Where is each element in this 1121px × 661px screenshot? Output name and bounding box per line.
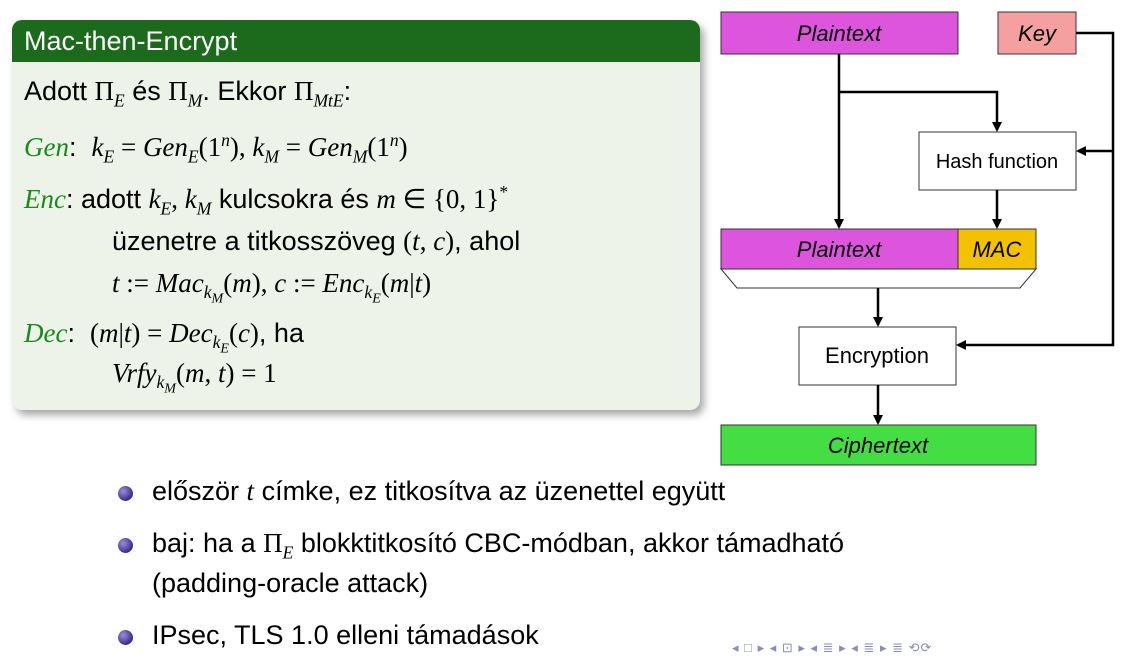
block-title: Mac-then-Encrypt (12, 20, 700, 62)
ciphertext-label: Ciphertext (828, 433, 929, 458)
vrfy-line: VrfykM(m, t) = 1 (112, 358, 277, 397)
key-box (997, 11, 1077, 55)
plaintext-mid-label: Plaintext (797, 237, 882, 262)
bullet-dot-icon (118, 630, 133, 645)
arrow-key-line (956, 31, 1115, 350)
intro-line: Adott ΠE és ΠM. Ekkor ΠMtE: (24, 76, 352, 111)
mac-label: MAC (973, 237, 1022, 262)
gen-line: Gen: kE = GenE(1n), kM = GenM(1n) (24, 130, 408, 167)
enc-line: Enc: adott kE, kM kulcsokra és m ∈ {0, 1… (24, 182, 509, 219)
bullet-dot-icon (118, 486, 133, 501)
concat-trapezoid (719, 268, 1038, 289)
key-label: Key (1018, 21, 1058, 46)
definition-block: Mac-then-Encrypt Adott ΠE és ΠM. Ekkor Π… (12, 20, 700, 410)
enc-line-3: t := MackM(m), c := EnckE(m|t) (112, 268, 432, 307)
encryption-label: Encryption (825, 343, 929, 368)
ciphertext-box (720, 424, 1037, 466)
bullet-dot-icon (118, 538, 133, 553)
arrow-plaintext-to-hash (839, 90, 1002, 132)
dec-line: Dec: (m|t) = DeckE(c), ha (24, 318, 304, 357)
diagram-arrows (834, 31, 1115, 425)
plaintext-mid-box (720, 228, 959, 270)
encryption-box (798, 326, 957, 386)
hash-function-box (918, 131, 1077, 191)
mac-then-encrypt-diagram: Plaintext Key Hash function Plaintext MA… (719, 11, 1115, 466)
enc-line-2: üzenetre a titkosszöveg (t, c), ahol (112, 226, 521, 256)
hash-function-label: Hash function (936, 151, 1058, 173)
beamer-navigation-icons[interactable]: ◂ □ ▸ ◂ ⊡ ▸ ◂ ≣ ▸ ◂ ≣ ▸ ≣ ⟲⟳ (732, 640, 933, 655)
plaintext-top-label: Plaintext (797, 21, 882, 46)
gen-formula: kE = GenE(1n), kM = GenM(1n) (91, 130, 408, 167)
